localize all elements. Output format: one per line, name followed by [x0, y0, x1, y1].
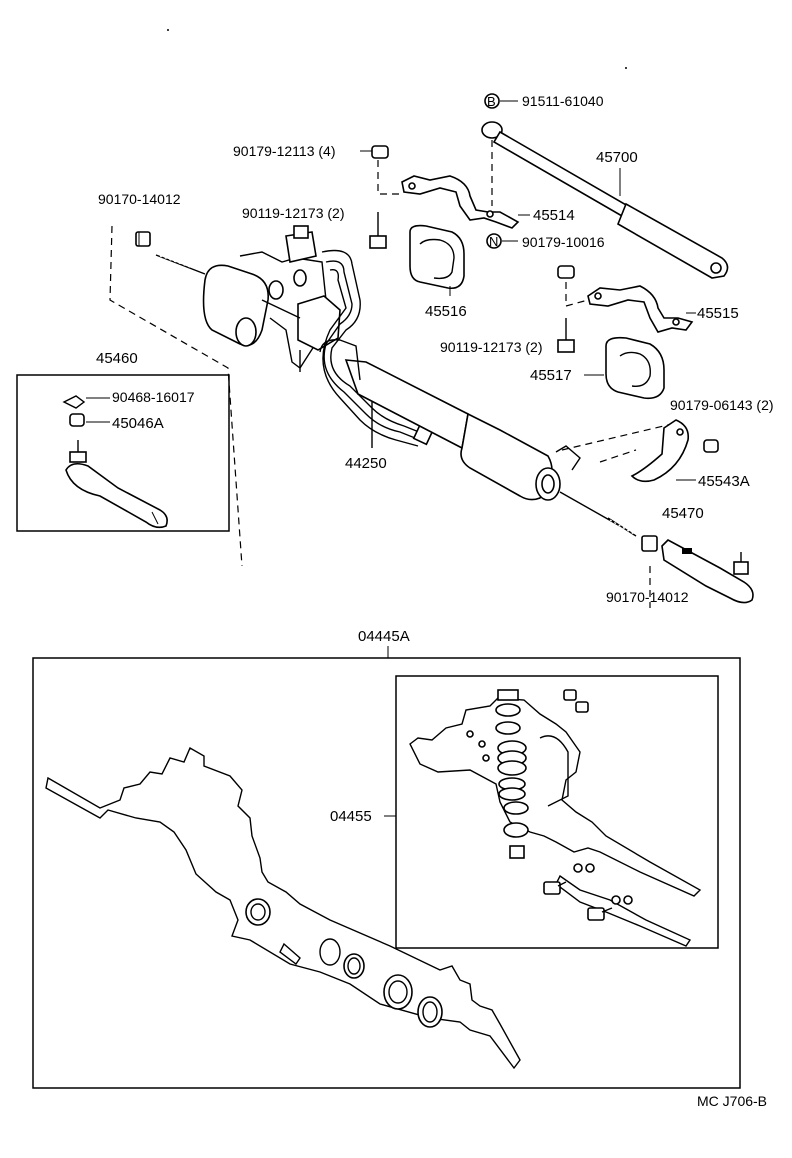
- leader-dashed-45514: [377, 160, 400, 195]
- part-nut-45515: [557, 265, 575, 279]
- part-rack-tube: [319, 339, 581, 501]
- label-45515: 45515: [697, 305, 739, 322]
- label-91511-61040: 91511-61040: [522, 93, 604, 109]
- part-nut-90179-06143: [703, 439, 719, 453]
- speck: [167, 29, 169, 31]
- kit-ghost-rack-outline: [45, 747, 521, 1070]
- label-04455: 04455: [330, 808, 372, 825]
- label-45700: 45700: [596, 149, 638, 166]
- part-left-locknut: [135, 231, 151, 247]
- leader-dashed-45515: [565, 282, 589, 307]
- bolt-badge-b: B: [484, 93, 500, 109]
- part-steering-damper: [481, 121, 729, 279]
- kit-inner-ghost-housing: [409, 697, 702, 947]
- part-bolt-90119-12173-a: [369, 212, 387, 249]
- label-90179-06143: 90179-06143 (2): [670, 397, 774, 413]
- part-gear-housing: [202, 225, 341, 372]
- part-left-rack-end: [155, 254, 206, 275]
- part-nut-90179-12113: [371, 145, 389, 159]
- part-right-rack-end: [559, 491, 637, 537]
- label-04445a: 04445A: [358, 628, 410, 645]
- leader-dashed-right-clamp: [561, 423, 673, 463]
- kit-seal-stack: [466, 689, 589, 859]
- label-45516: 45516: [425, 303, 467, 320]
- nut-badge-n: N: [486, 233, 502, 249]
- label-90119-12173-a: 90119-12173 (2): [242, 205, 344, 221]
- part-bushing-45517: [605, 336, 665, 400]
- box-04445a: [32, 657, 741, 1089]
- label-45517: 45517: [530, 367, 572, 384]
- speck: [625, 67, 627, 69]
- part-bolt-90119-12173-b: [557, 318, 575, 353]
- label-45514: 45514: [533, 207, 575, 224]
- leader-dashed-left: [109, 225, 243, 567]
- label-90119-12173-b: 90119-12173 (2): [440, 339, 542, 355]
- label-90179-10016: 90179-10016: [522, 234, 605, 250]
- label-45470: 45470: [662, 505, 704, 522]
- label-90170-14012-top: 90170-14012: [98, 191, 181, 207]
- part-clamp-45543a: [630, 419, 690, 483]
- part-bracket-45515: [587, 285, 694, 333]
- part-bushing-45516: [409, 224, 465, 290]
- figure-code: MC J706-B: [697, 1093, 767, 1109]
- part-right-locknut: [641, 535, 658, 552]
- label-45046a: 45046A: [112, 415, 164, 432]
- label-90179-12113: 90179-12113 (4): [233, 143, 335, 159]
- svg-text:N: N: [489, 234, 498, 249]
- label-90468-16017: 90468-16017: [112, 389, 195, 405]
- box-45460: [16, 374, 230, 532]
- part-left-tie-rod-end: [62, 395, 168, 529]
- label-45543a: 45543A: [698, 473, 750, 490]
- label-90170-14012-bottom: 90170-14012: [606, 589, 689, 605]
- label-44250: 44250: [345, 455, 387, 472]
- part-bracket-45514: [401, 175, 520, 229]
- box-04455: [395, 675, 719, 949]
- svg-text:B: B: [487, 94, 496, 109]
- part-right-tie-rod-end: [661, 539, 754, 604]
- kit-bolts: [543, 863, 633, 921]
- label-45460: 45460: [96, 350, 138, 367]
